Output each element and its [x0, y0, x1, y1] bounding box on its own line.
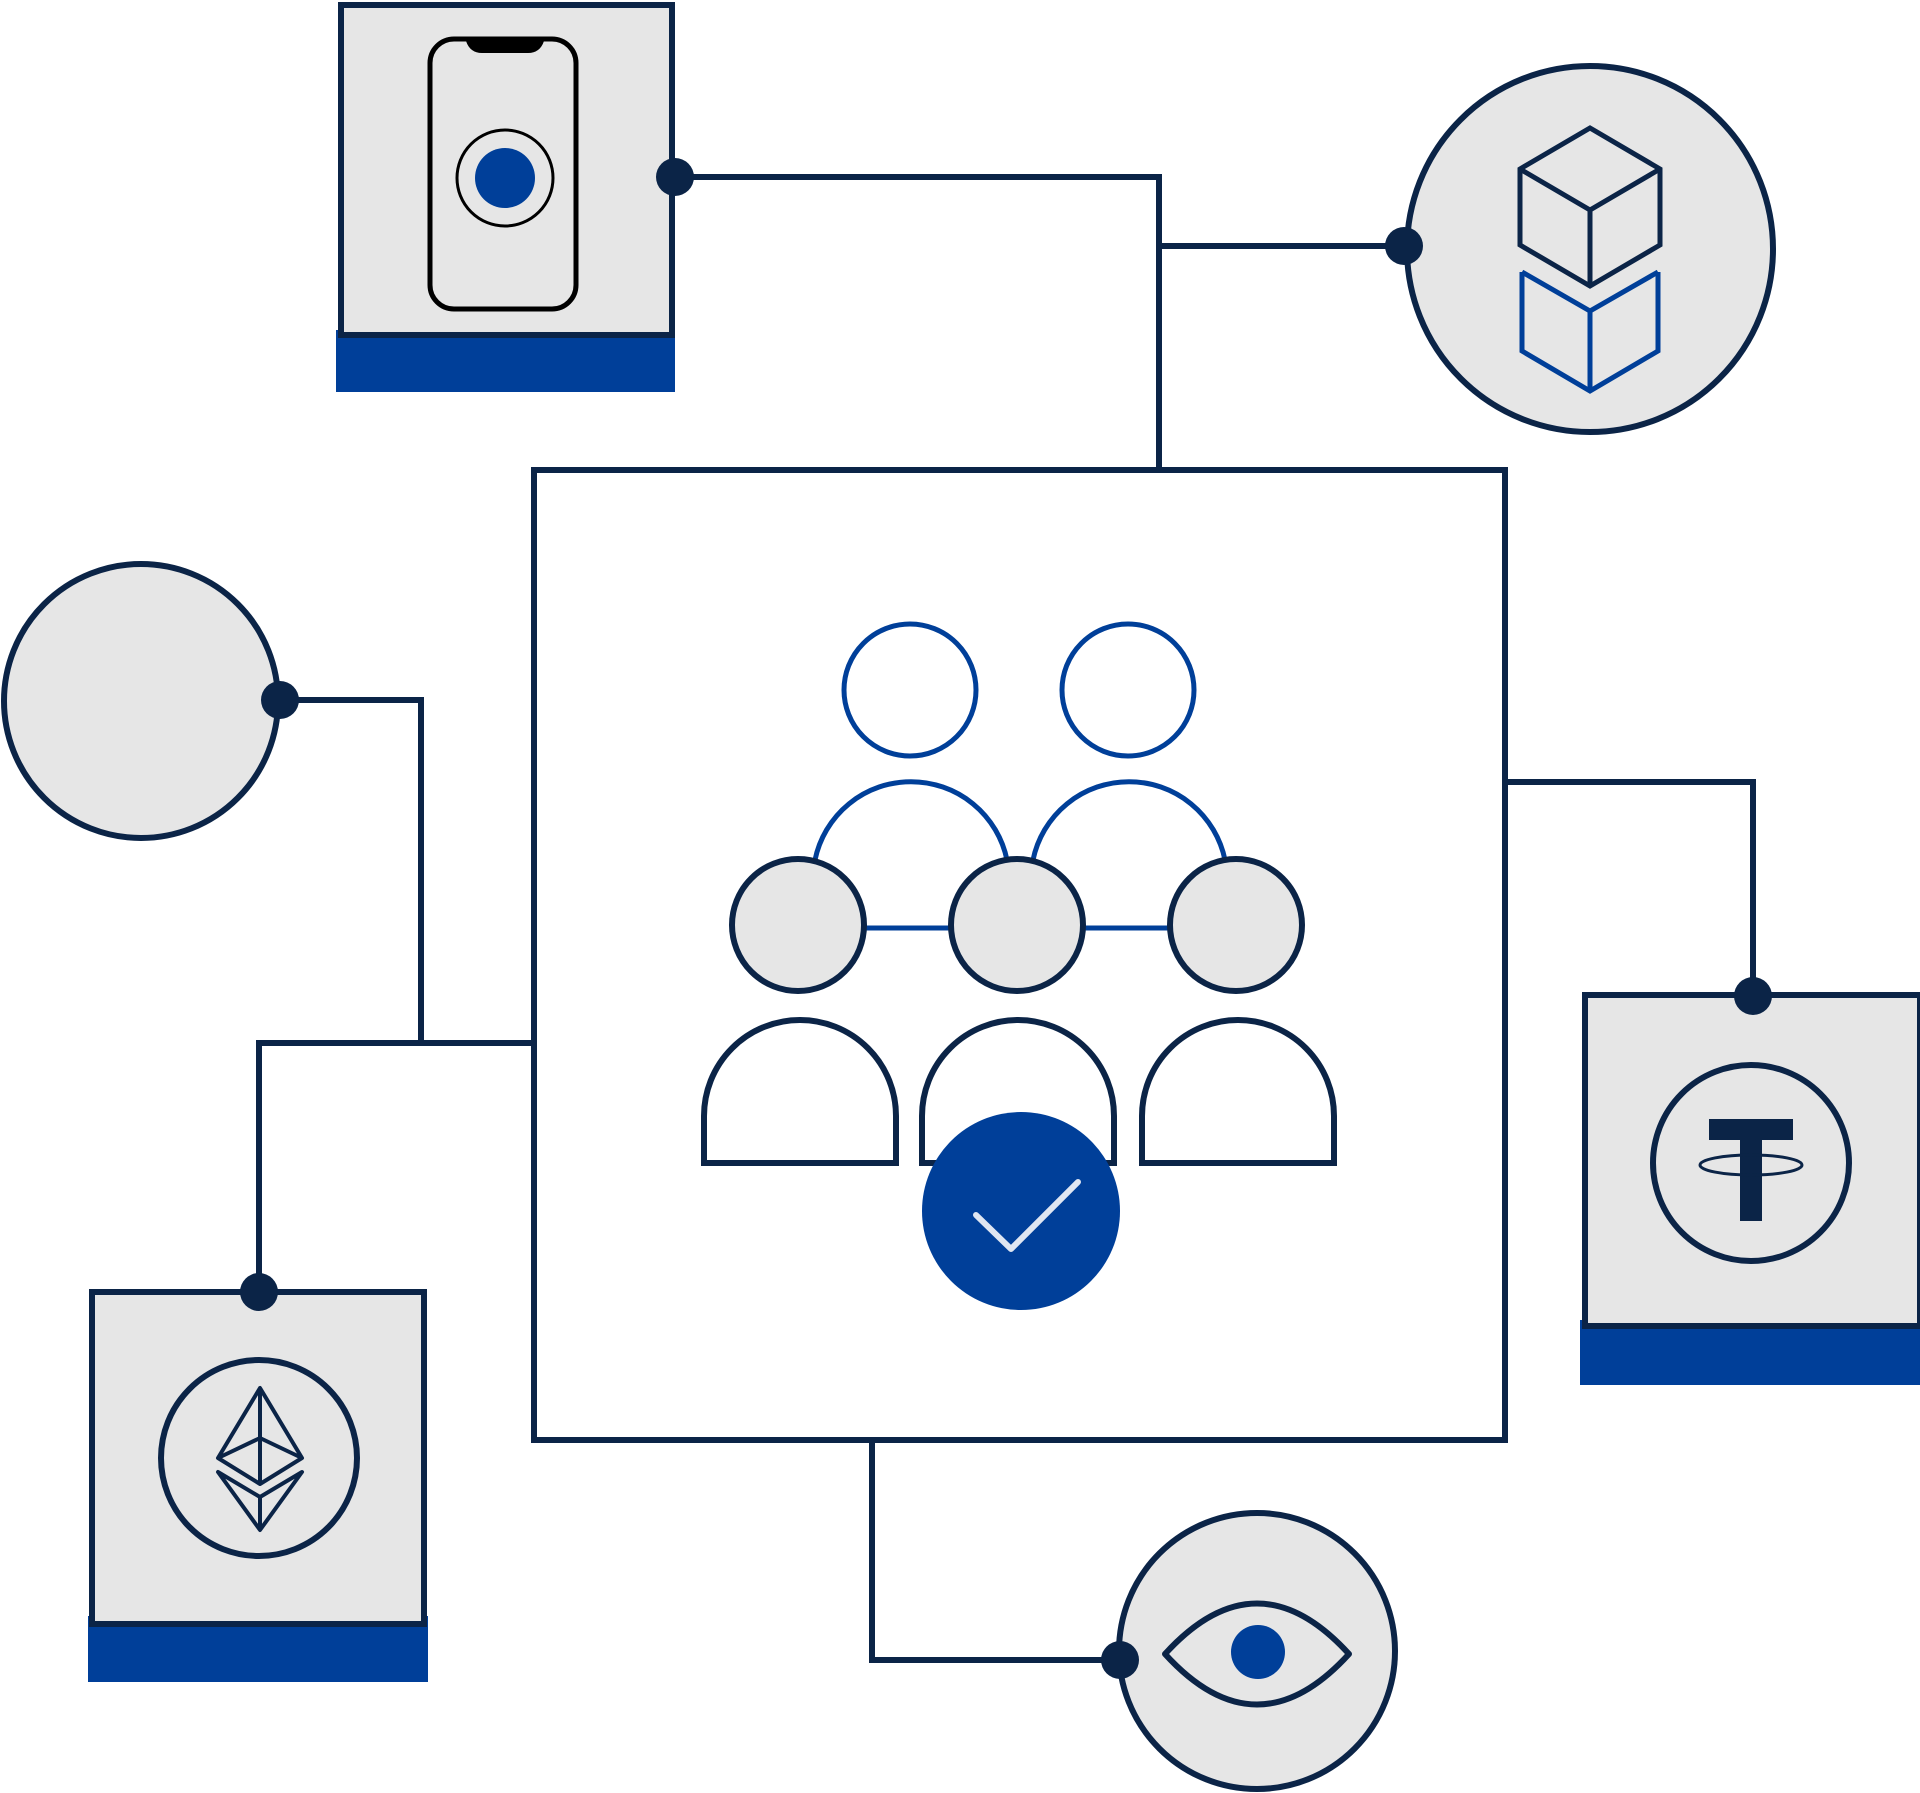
blank-circle-node	[1, 561, 281, 841]
connector-eye	[869, 1440, 1120, 1663]
back-row-people	[812, 621, 1228, 931]
mobile-phone-node	[336, 2, 675, 392]
dot-phone	[656, 158, 694, 196]
dot-blank-circle	[261, 681, 299, 719]
phone-card	[338, 2, 675, 338]
badge-circle	[922, 1112, 1120, 1310]
blocks-node	[1404, 63, 1776, 435]
ethereum-node	[88, 1289, 428, 1682]
smartphone-icon	[427, 36, 579, 312]
tether-node	[1580, 992, 1920, 1385]
front-row-bodies	[701, 1017, 1337, 1166]
connector-tether	[1505, 779, 1756, 996]
connector-blank-circle	[280, 697, 534, 1046]
connector-phone	[675, 174, 1162, 470]
dot-eye	[1101, 1641, 1139, 1679]
blank-circle	[1, 561, 281, 841]
front-row-heads	[729, 856, 1305, 994]
tether-icon	[1650, 1062, 1852, 1264]
dot-ethereum	[240, 1273, 278, 1311]
ethereum-icon	[158, 1357, 360, 1559]
tether-card-accent-bar	[1580, 1320, 1920, 1385]
junction-dots	[240, 158, 1772, 1679]
group-of-people-icon	[701, 621, 1337, 1310]
stacked-cubes-icon	[1517, 125, 1663, 394]
connector-ethereum	[256, 1040, 421, 1292]
connector-lines	[256, 174, 1756, 1663]
center-panel	[531, 467, 1508, 1443]
dot-tether	[1734, 977, 1772, 1015]
verified-badge	[922, 1112, 1120, 1310]
eye-icon	[1162, 1600, 1352, 1708]
phone-card-accent-bar	[336, 330, 675, 392]
eye-node	[1116, 1510, 1398, 1792]
check-icon	[973, 1179, 1081, 1252]
dot-blocks	[1385, 227, 1423, 265]
